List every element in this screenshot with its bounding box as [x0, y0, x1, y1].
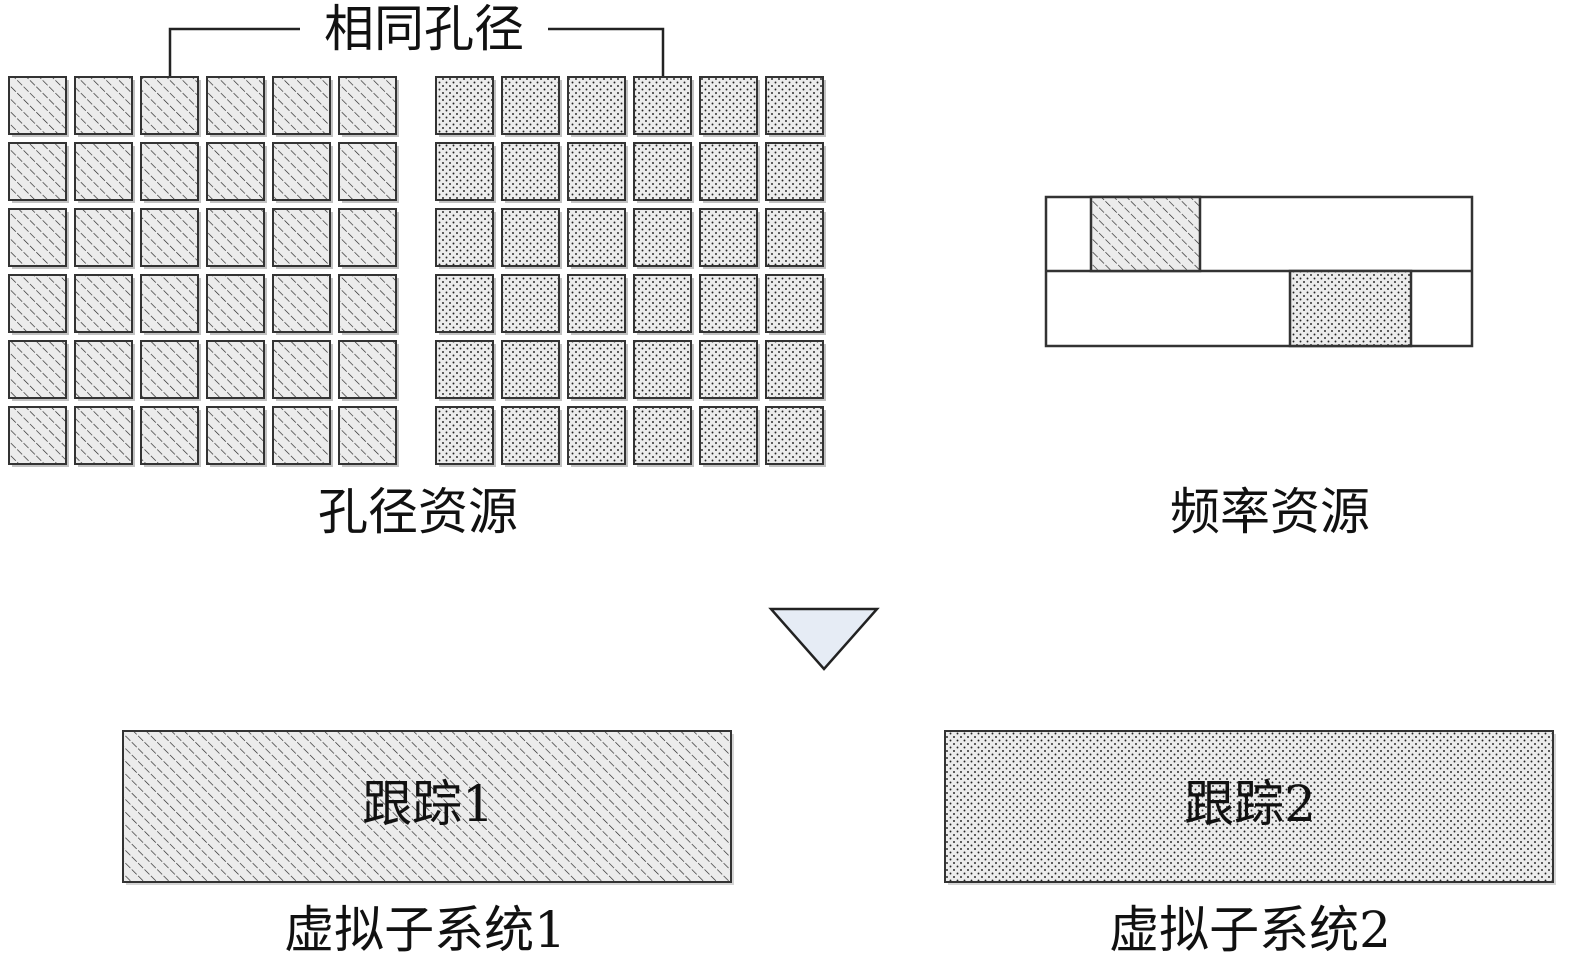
aperture-cell-hatched: [206, 76, 265, 135]
down-triangle-icon: [768, 607, 880, 671]
aperture-cell-hatched: [206, 406, 265, 465]
frequency-band: [1044, 195, 1474, 348]
same-aperture-label: 相同孔径: [316, 4, 532, 54]
aperture-cell-dotted: [567, 208, 626, 267]
aperture-cell-dotted: [633, 76, 692, 135]
aperture-cell-hatched: [206, 142, 265, 201]
aperture-cell-hatched: [272, 274, 331, 333]
aperture-cell-hatched: [206, 208, 265, 267]
aperture-cell-dotted: [633, 142, 692, 201]
aperture-cell-hatched: [74, 340, 133, 399]
aperture-cell-hatched: [140, 406, 199, 465]
aperture-cell-dotted: [435, 142, 494, 201]
aperture-cell-dotted: [699, 208, 758, 267]
aperture-cell-hatched: [140, 142, 199, 201]
aperture-cell-dotted: [699, 340, 758, 399]
aperture-cell-dotted: [699, 406, 758, 465]
track-2-label: 跟踪2: [1184, 775, 1316, 833]
aperture-cell-dotted: [633, 406, 692, 465]
aperture-cell-dotted: [567, 406, 626, 465]
virtual-subsystem-1-label: 虚拟子系统1: [284, 901, 566, 959]
aperture-cell-dotted: [567, 340, 626, 399]
aperture-grid-dotted: [435, 76, 826, 467]
aperture-cell-hatched: [338, 406, 397, 465]
aperture-cell-hatched: [74, 76, 133, 135]
aperture-cell-hatched: [338, 274, 397, 333]
aperture-cell-dotted: [567, 76, 626, 135]
aperture-cell-hatched: [140, 76, 199, 135]
aperture-cell-dotted: [699, 142, 758, 201]
subsystem-1-box: [122, 730, 734, 885]
aperture-cell-dotted: [699, 274, 758, 333]
aperture-cell-dotted: [501, 76, 560, 135]
aperture-cell-dotted: [765, 406, 824, 465]
same-aperture-bracket: [168, 27, 665, 77]
aperture-cell-hatched: [206, 340, 265, 399]
aperture-cell-hatched: [272, 208, 331, 267]
aperture-cell-dotted: [633, 274, 692, 333]
aperture-cell-dotted: [765, 76, 824, 135]
aperture-cell-hatched: [74, 142, 133, 201]
aperture-cell-dotted: [435, 208, 494, 267]
aperture-cell-hatched: [74, 406, 133, 465]
frequency-block-hatched: [1089, 195, 1202, 273]
aperture-cell-dotted: [765, 340, 824, 399]
track-1-label: 跟踪1: [362, 775, 494, 833]
aperture-cell-hatched: [338, 208, 397, 267]
aperture-cell-hatched: [74, 274, 133, 333]
aperture-cell-hatched: [8, 208, 67, 267]
aperture-cell-hatched: [8, 340, 67, 399]
aperture-cell-dotted: [435, 340, 494, 399]
aperture-cell-dotted: [765, 208, 824, 267]
aperture-cell-hatched: [338, 142, 397, 201]
frequency-block-dotted: [1288, 269, 1413, 348]
aperture-cell-dotted: [765, 274, 824, 333]
aperture-cell-hatched: [272, 76, 331, 135]
aperture-cell-dotted: [567, 274, 626, 333]
aperture-cell-hatched: [140, 274, 199, 333]
aperture-cell-dotted: [501, 208, 560, 267]
aperture-cell-dotted: [435, 76, 494, 135]
aperture-cell-dotted: [435, 274, 494, 333]
subsystem-2-box: [944, 730, 1556, 885]
aperture-cell-dotted: [501, 340, 560, 399]
frequency-resources-label: 频率资源: [1170, 483, 1370, 541]
aperture-cell-hatched: [8, 406, 67, 465]
aperture-cell-hatched: [272, 406, 331, 465]
aperture-cell-dotted: [501, 406, 560, 465]
aperture-cell-hatched: [140, 208, 199, 267]
aperture-cell-hatched: [8, 76, 67, 135]
aperture-cell-dotted: [699, 76, 758, 135]
aperture-cell-dotted: [501, 142, 560, 201]
aperture-cell-hatched: [272, 340, 331, 399]
aperture-cell-dotted: [765, 142, 824, 201]
aperture-cell-hatched: [140, 340, 199, 399]
aperture-resources-label: 孔径资源: [318, 483, 518, 541]
aperture-cell-dotted: [633, 340, 692, 399]
aperture-cell-hatched: [272, 142, 331, 201]
aperture-cell-hatched: [338, 76, 397, 135]
aperture-cell-dotted: [633, 208, 692, 267]
aperture-cell-dotted: [435, 406, 494, 465]
aperture-cell-hatched: [8, 142, 67, 201]
aperture-grid-hatched: [8, 76, 399, 467]
aperture-cell-hatched: [338, 340, 397, 399]
aperture-cell-dotted: [501, 274, 560, 333]
aperture-cell-hatched: [206, 274, 265, 333]
virtual-subsystem-2-label: 虚拟子系统2: [1109, 901, 1391, 959]
aperture-cell-hatched: [74, 208, 133, 267]
aperture-cell-dotted: [567, 142, 626, 201]
aperture-cell-hatched: [8, 274, 67, 333]
